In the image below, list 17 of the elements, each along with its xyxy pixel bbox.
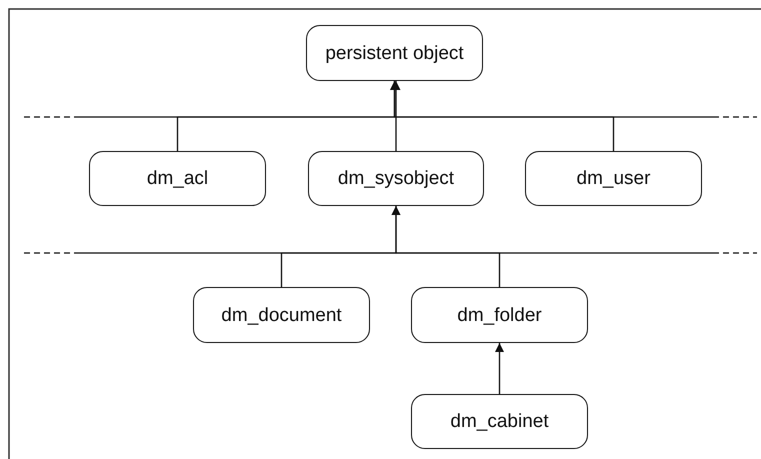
class-box [411, 394, 588, 449]
class-box [306, 25, 483, 81]
class-box [193, 287, 370, 343]
class-box [308, 151, 484, 206]
class-box [411, 287, 588, 343]
inheritance-arrow [495, 343, 504, 394]
class-name: dm_sysobject [338, 167, 454, 190]
class-name: dm_cabinet [450, 410, 549, 433]
inheritance-arrow [390, 81, 614, 151]
class-name: persistent object [325, 42, 464, 64]
class-name: dm_document [221, 304, 342, 326]
class-box [89, 151, 266, 206]
inheritance-arrow [392, 206, 500, 287]
class-name: dm_acl [146, 167, 208, 190]
class-name: dm_user [576, 167, 650, 190]
class-box [525, 151, 702, 206]
class-name: dm_folder [457, 304, 542, 326]
